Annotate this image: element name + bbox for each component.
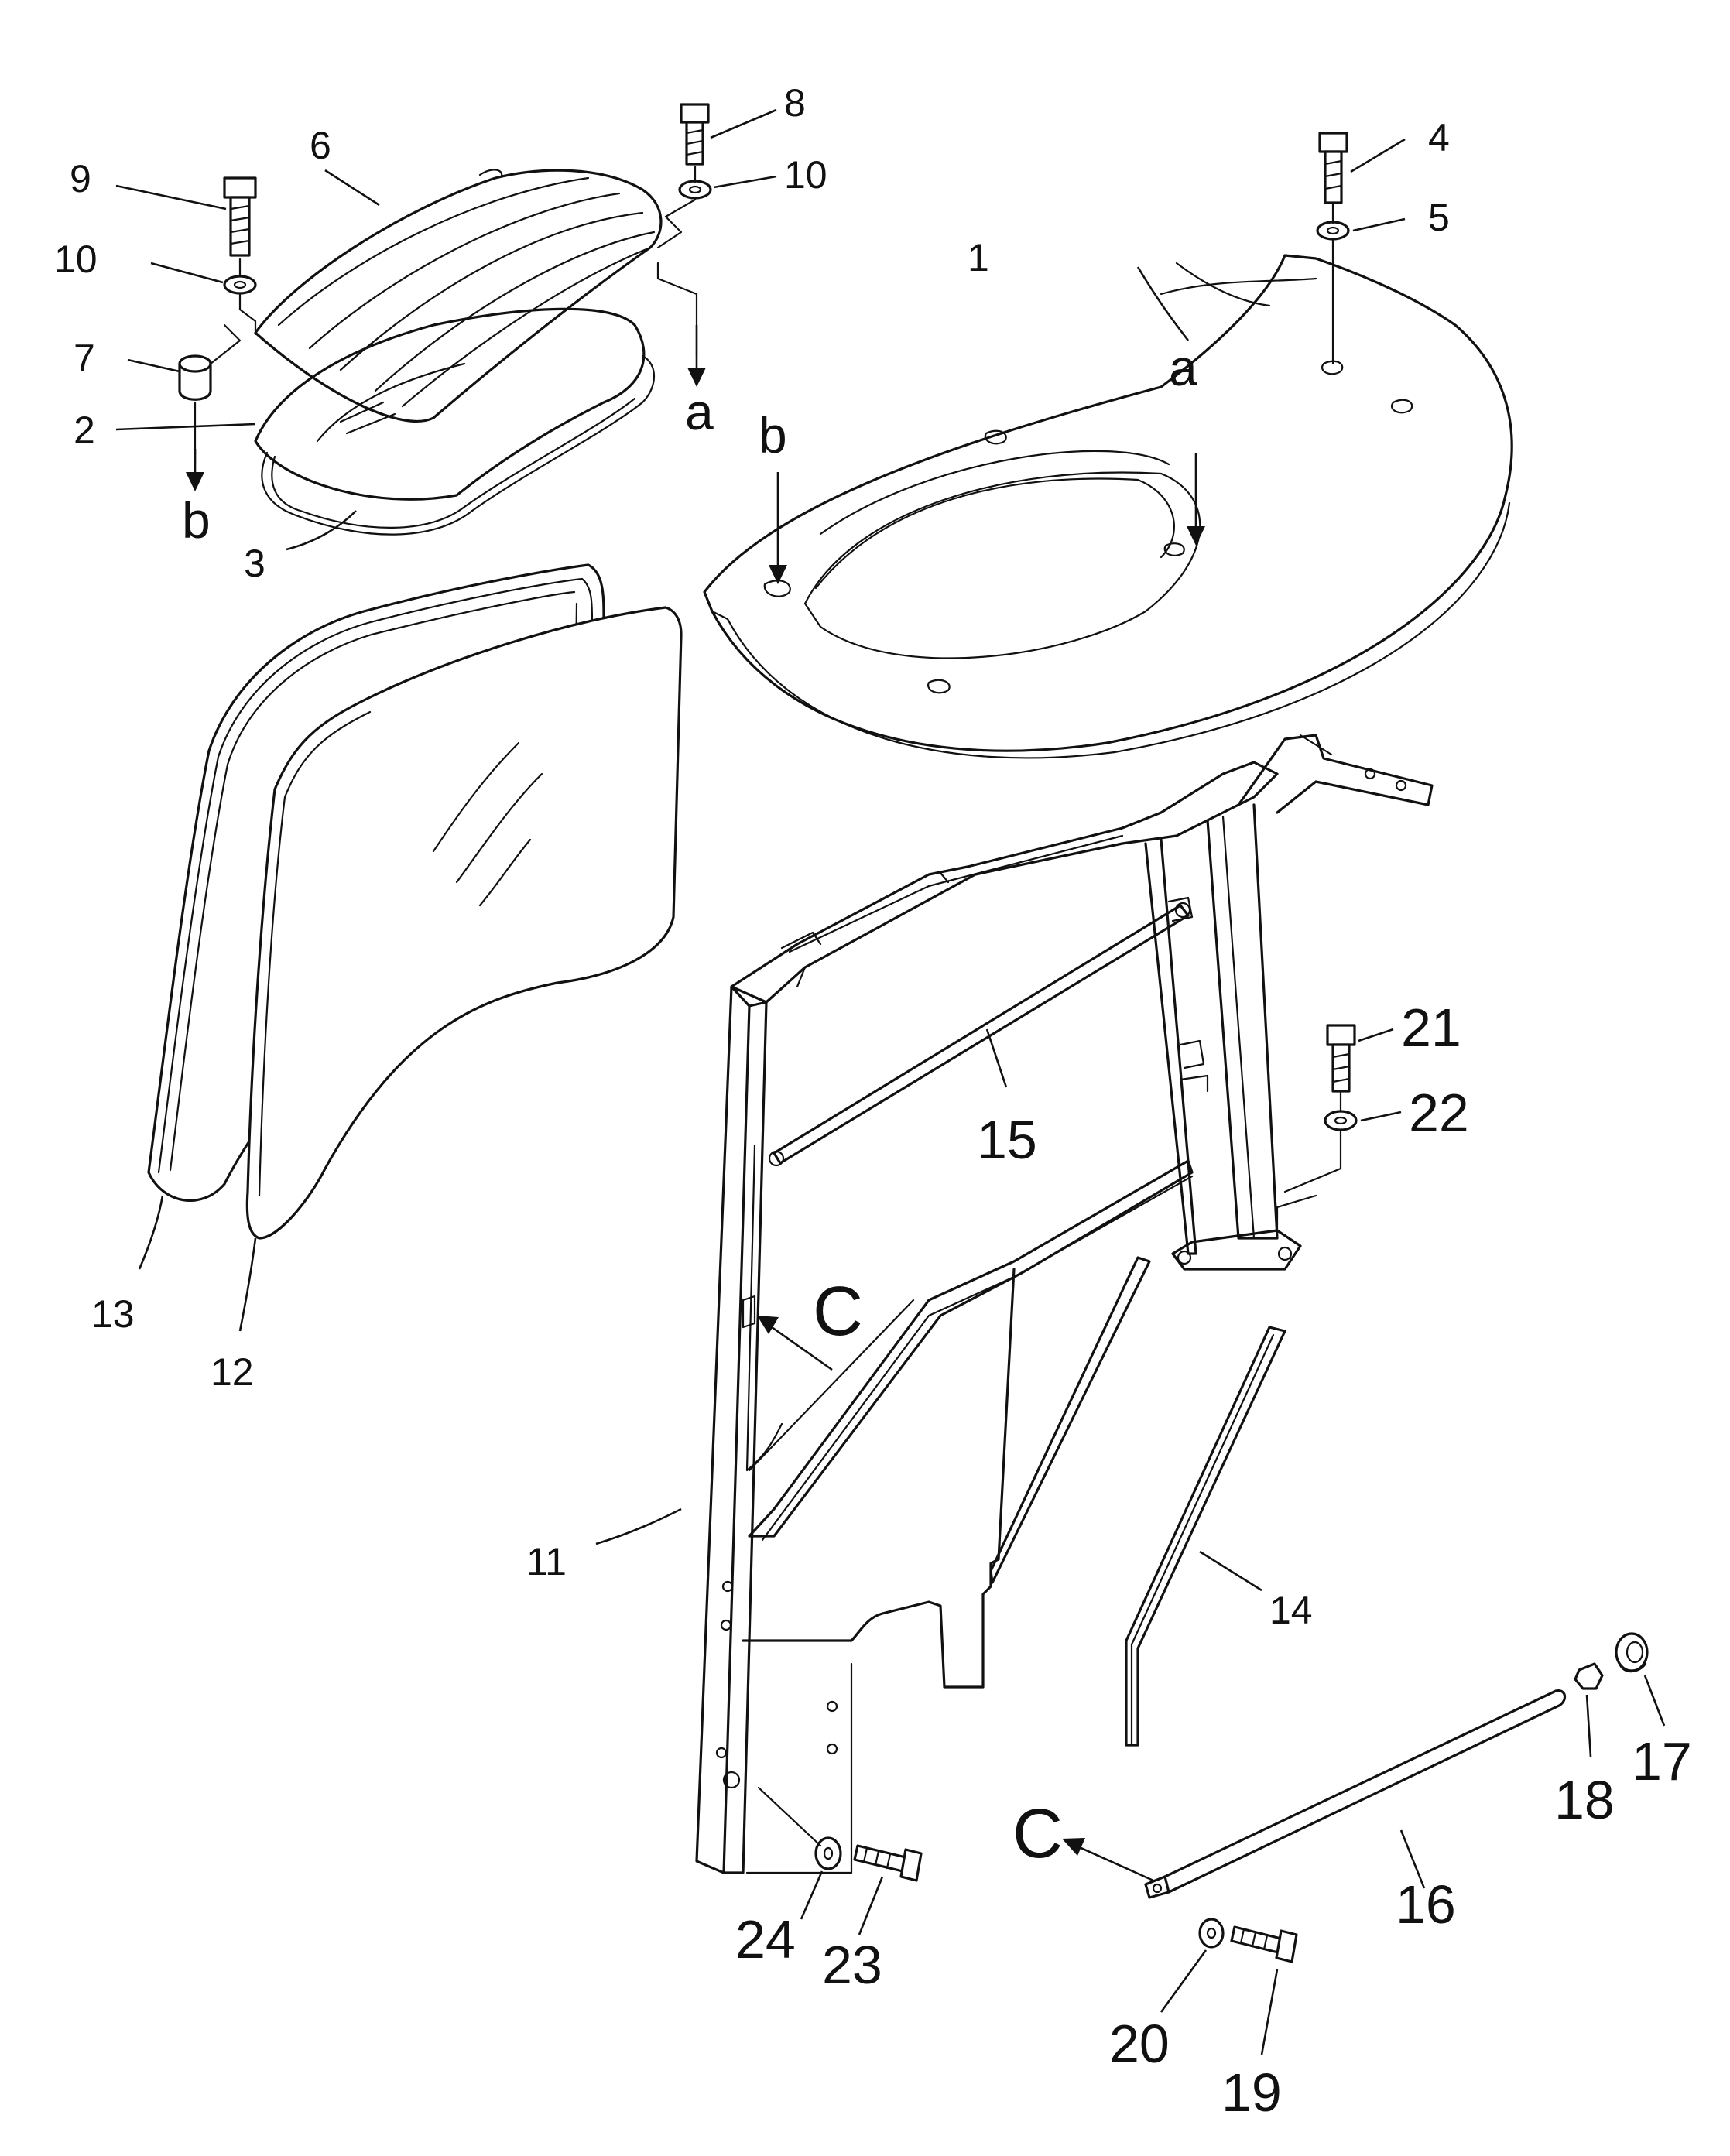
washer-20 bbox=[1198, 1918, 1225, 1949]
callout-10-left: 10 bbox=[54, 238, 98, 281]
bolt-19 bbox=[1230, 1925, 1298, 1963]
callout-4: 4 bbox=[1428, 116, 1450, 159]
ref-c-upper: C bbox=[813, 1273, 863, 1350]
hatch-cover bbox=[254, 169, 663, 423]
callout-19: 19 bbox=[1221, 2062, 1282, 2123]
callout-18: 18 bbox=[1554, 1770, 1615, 1830]
washer-24 bbox=[814, 1836, 842, 1870]
callout-13: 13 bbox=[91, 1292, 135, 1336]
callout-3: 3 bbox=[244, 542, 265, 585]
nut-18 bbox=[1574, 1662, 1604, 1690]
callout-22: 22 bbox=[1409, 1083, 1469, 1143]
door-glass bbox=[245, 606, 683, 1240]
callout-11: 11 bbox=[526, 1540, 567, 1583]
ref-a-right: a bbox=[1169, 339, 1197, 396]
ref-a-left: a bbox=[685, 383, 714, 440]
callout-15: 15 bbox=[977, 1110, 1037, 1170]
washer-10-right bbox=[678, 180, 712, 200]
callout-1: 1 bbox=[968, 236, 989, 279]
door-frame bbox=[695, 734, 1434, 1874]
callout-14: 14 bbox=[1269, 1589, 1313, 1632]
callout-numbers: 1 2 3 4 5 6 7 8 9 10 10 11 12 13 14 15 1… bbox=[54, 81, 1692, 2123]
callout-6: 6 bbox=[310, 124, 331, 167]
ref-b-left: b bbox=[182, 491, 211, 549]
callout-2: 2 bbox=[74, 409, 95, 452]
trim-strip bbox=[989, 1256, 1286, 1747]
stay-bar bbox=[1144, 1689, 1567, 1899]
support-rod bbox=[768, 902, 1191, 1167]
reference-letters: a b a b C C bbox=[182, 339, 1197, 1873]
reference-arrows bbox=[186, 325, 1205, 1882]
callout-17: 17 bbox=[1632, 1731, 1692, 1792]
callout-10-right: 10 bbox=[784, 153, 827, 197]
ref-b-right: b bbox=[759, 406, 787, 464]
washer-5 bbox=[1316, 221, 1350, 241]
washer-22 bbox=[1324, 1110, 1358, 1131]
bolt-21 bbox=[1326, 1024, 1356, 1093]
callout-5: 5 bbox=[1428, 196, 1450, 239]
ref-c-lower: C bbox=[1012, 1795, 1063, 1873]
callout-20: 20 bbox=[1109, 2014, 1170, 2074]
hatch-glass-and-seal bbox=[254, 307, 655, 536]
callout-21: 21 bbox=[1401, 998, 1461, 1058]
washer-10-left bbox=[223, 275, 257, 295]
grommet-17 bbox=[1615, 1632, 1649, 1673]
callout-24: 24 bbox=[735, 1909, 796, 1969]
leader-lines bbox=[115, 108, 1666, 2055]
bolt-23 bbox=[853, 1844, 923, 1882]
bolt-9 bbox=[223, 176, 257, 257]
callout-23: 23 bbox=[822, 1935, 882, 1995]
callout-9: 9 bbox=[70, 157, 91, 200]
spacer-7 bbox=[178, 354, 212, 401]
bolt-4 bbox=[1318, 132, 1348, 204]
callout-16: 16 bbox=[1396, 1874, 1456, 1935]
bolt-8 bbox=[680, 103, 710, 166]
callout-12: 12 bbox=[211, 1350, 254, 1394]
callout-7: 7 bbox=[74, 337, 95, 380]
roof-panel bbox=[703, 254, 1513, 759]
callout-8: 8 bbox=[784, 81, 806, 125]
